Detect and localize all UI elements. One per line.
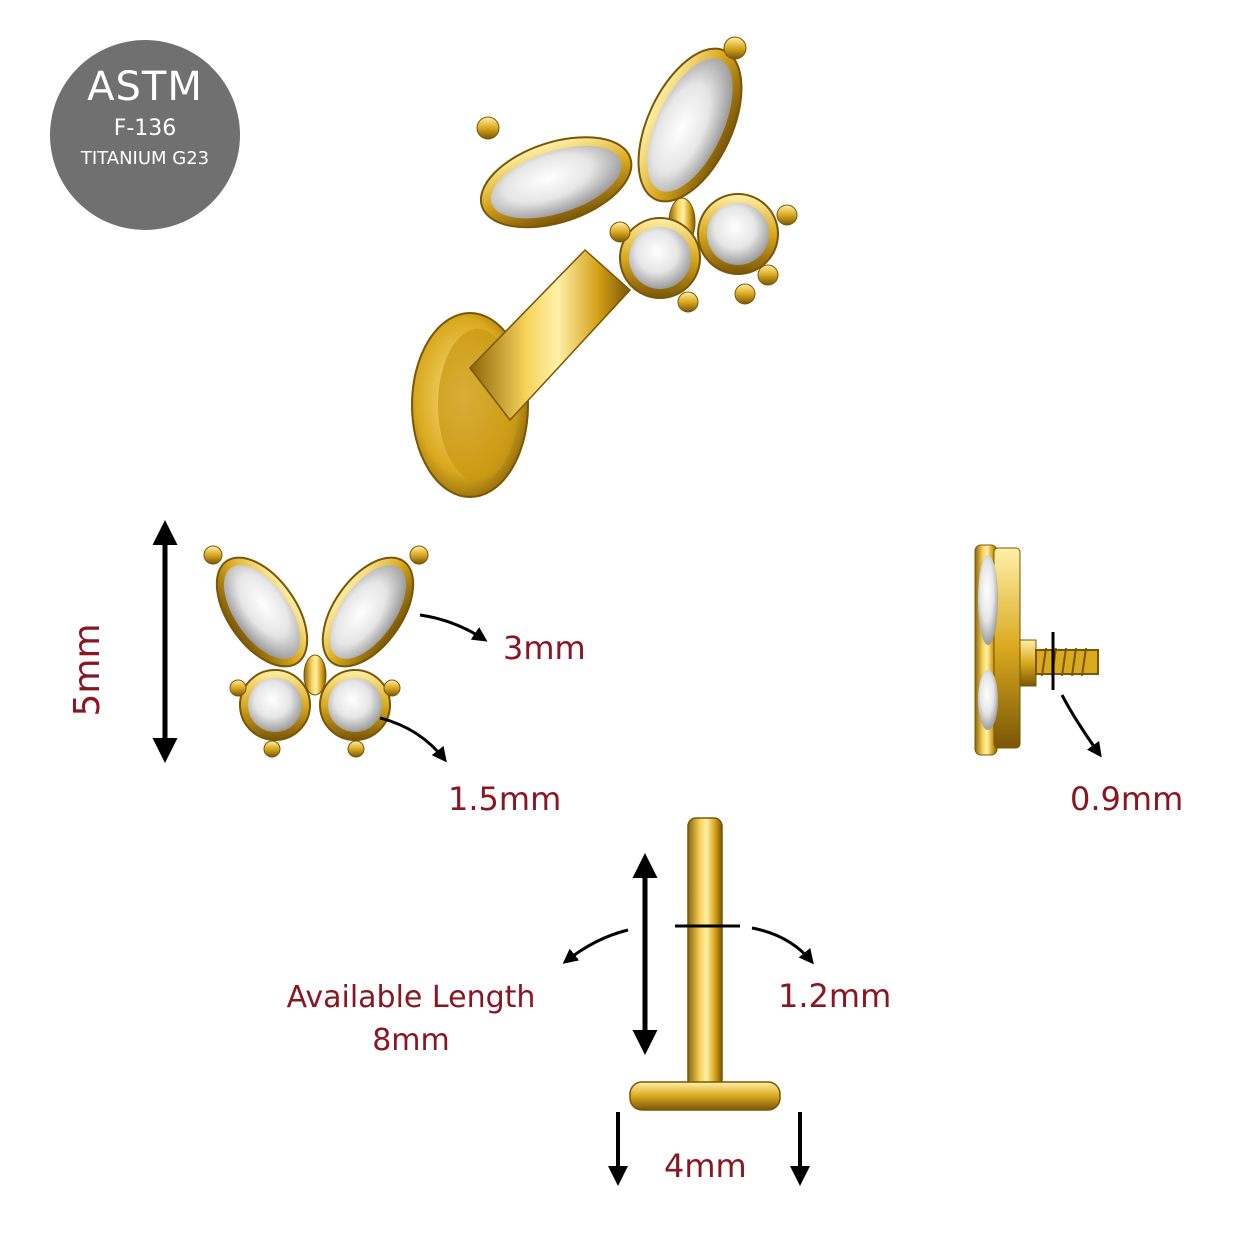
available-length-value: 8mm bbox=[372, 1023, 450, 1058]
thread-arrow bbox=[1060, 694, 1102, 758]
height-label: 5mm bbox=[67, 623, 108, 717]
shaft-size-label: 1.2mm bbox=[778, 977, 892, 1015]
round-stone-size-label: 1.5mm bbox=[448, 780, 562, 818]
butterfly-side-view bbox=[974, 544, 1099, 756]
round-stone-arrow bbox=[379, 716, 447, 763]
available-length-label: Available Length bbox=[286, 980, 536, 1015]
thread-size-label: 0.9mm bbox=[1070, 780, 1184, 818]
badge-standard: ASTM bbox=[87, 64, 203, 110]
length-label-arrow bbox=[562, 928, 629, 964]
labret-post-image bbox=[629, 817, 781, 1111]
badge-material: TITANIUM G23 bbox=[80, 148, 210, 169]
main-labret-image bbox=[411, 36, 798, 498]
marquise-arrow bbox=[419, 613, 488, 642]
astm-badge: ASTM F-136 TITANIUM G23 bbox=[50, 40, 240, 230]
disc-size-label: 4mm bbox=[664, 1147, 747, 1185]
badge-grade: F-136 bbox=[113, 116, 177, 141]
marquise-size-label: 3mm bbox=[503, 629, 586, 667]
butterfly-front-view bbox=[203, 545, 429, 758]
thread-image bbox=[1035, 647, 1099, 677]
shaft-arrow bbox=[751, 926, 814, 965]
